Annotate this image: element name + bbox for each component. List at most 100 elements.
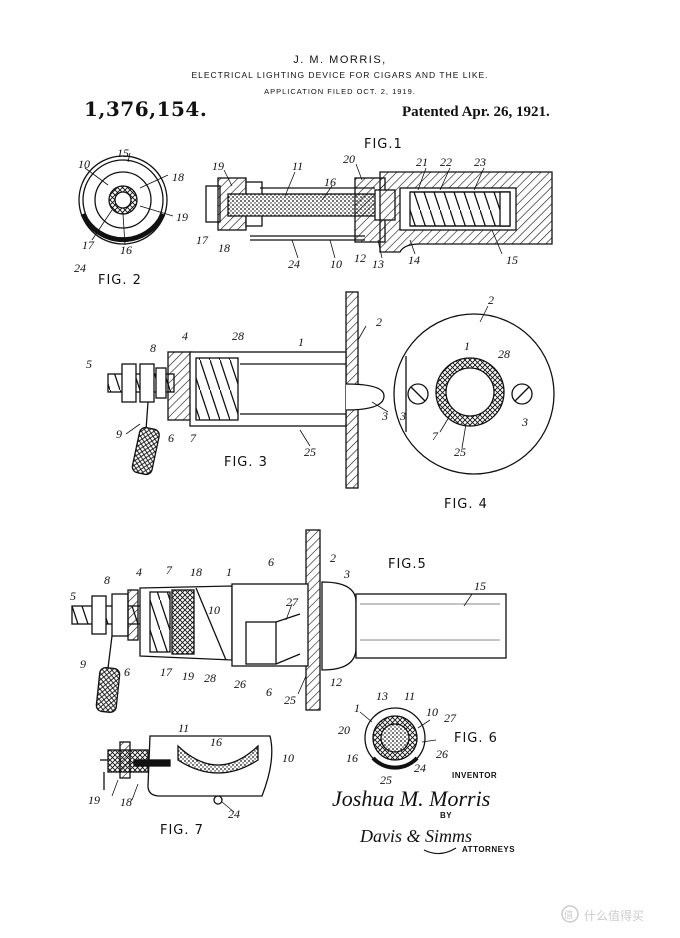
fig2-label-24: 24 xyxy=(74,261,86,275)
fig7-label-11: 11 xyxy=(178,721,189,735)
patented-date: Patented Apr. 26, 1921. xyxy=(402,104,550,120)
fig5-caption: FIG.5 xyxy=(388,557,427,572)
fig3-label-28: 28 xyxy=(232,329,244,343)
fig5-label-5: 5 xyxy=(70,589,76,603)
fig5-label-28: 28 xyxy=(204,671,216,685)
fig3-label-7: 7 xyxy=(190,431,197,445)
inventor-name: J. M. MORRIS, xyxy=(293,54,387,66)
fig5-label-3: 3 xyxy=(343,567,350,581)
figure-1-drawing xyxy=(205,163,553,259)
fig3-label-25: 25 xyxy=(304,445,316,459)
fig6-caption: FIG. 6 xyxy=(454,731,498,746)
fig4-label-25: 25 xyxy=(454,445,466,459)
fig1-label-22: 22 xyxy=(440,155,452,169)
fig6-label-11: 11 xyxy=(404,689,415,703)
patent-number: 1,376,154. xyxy=(84,97,208,121)
fig3-label-9: 9 xyxy=(116,427,122,441)
fig7-label-16: 16 xyxy=(210,735,222,749)
inventor-label: INVENTOR xyxy=(452,771,497,780)
svg-text:什么值得买: 什么值得买 xyxy=(584,908,644,923)
fig1-label-18: 18 xyxy=(218,241,230,255)
fig2-label-18: 18 xyxy=(172,170,184,184)
fig5-label-4: 4 xyxy=(136,565,142,579)
figure-4-drawing xyxy=(393,305,555,475)
fig1-label-10: 10 xyxy=(330,257,342,271)
figure-2-drawing xyxy=(78,152,174,246)
fig4-label-2: 2 xyxy=(488,293,494,307)
fig5-label-1: 1 xyxy=(226,565,232,579)
fig6-label-16: 16 xyxy=(346,751,358,765)
fig6-label-25: 25 xyxy=(380,773,392,787)
fig1-label-16: 16 xyxy=(324,175,336,189)
fig2-caption: FIG. 2 xyxy=(98,273,142,288)
fig6-label-13: 13 xyxy=(376,689,388,703)
fig1-label-12: 12 xyxy=(354,251,366,265)
figure-6-drawing xyxy=(359,707,437,770)
fig6-label-1: 1 xyxy=(354,701,360,715)
fig1-caption: FIG.1 xyxy=(364,137,403,152)
fig1-label-23: 23 xyxy=(474,155,486,169)
fig3-label-6: 6 xyxy=(168,431,174,445)
figure-3-drawing xyxy=(107,291,389,489)
application-filed-date: APPLICATION FILED OCT. 2, 1919. xyxy=(264,87,416,96)
fig5-label-17: 17 xyxy=(160,665,173,679)
fig5-label-6-top: 6 xyxy=(268,555,274,569)
fig5-label-18: 18 xyxy=(190,565,202,579)
attorney-signature: Davis & Simms xyxy=(359,826,472,846)
fig5-label-2: 2 xyxy=(330,551,336,565)
fig1-label-11: 11 xyxy=(292,159,303,173)
fig7-caption: FIG. 7 xyxy=(160,823,204,838)
fig7-label-10: 10 xyxy=(282,751,294,765)
fig5-label-10: 10 xyxy=(208,603,220,617)
fig2-label-19: 19 xyxy=(176,210,188,224)
attorneys-label: ATTORNEYS xyxy=(462,845,515,854)
fig3-label-2: 2 xyxy=(376,315,382,329)
svg-text:值: 值 xyxy=(564,909,573,921)
fig3-label-8: 8 xyxy=(150,341,156,355)
figure-5-drawing xyxy=(71,529,507,713)
fig5-label-12: 12 xyxy=(330,675,342,689)
fig3-label-1: 1 xyxy=(298,335,304,349)
fig3-label-5: 5 xyxy=(86,357,92,371)
fig4-label-1: 1 xyxy=(464,339,470,353)
fig7-label-18: 18 xyxy=(120,795,132,809)
fig6-label-24: 24 xyxy=(414,761,426,775)
fig2-label-15: 15 xyxy=(117,146,129,160)
fig1-label-13: 13 xyxy=(372,257,384,271)
fig5-label-19: 19 xyxy=(182,669,194,683)
fig6-label-20: 20 xyxy=(338,723,350,737)
fig4-label-28: 28 xyxy=(498,347,510,361)
fig2-label-16: 16 xyxy=(120,243,132,257)
fig6-label-10: 10 xyxy=(426,705,438,719)
fig1-label-24: 24 xyxy=(288,257,300,271)
fig4-label-3-left: 3 xyxy=(399,409,406,423)
figure-7-drawing xyxy=(100,735,273,813)
fig3-label-3: 3 xyxy=(381,409,388,423)
fig3-caption: FIG. 3 xyxy=(224,455,268,470)
fig5-label-9: 9 xyxy=(80,657,86,671)
fig2-label-17: 17 xyxy=(82,238,95,252)
fig1-label-19: 19 xyxy=(212,159,224,173)
fig6-label-27: 27 xyxy=(444,711,457,725)
fig5-label-6-left: 6 xyxy=(124,665,130,679)
fig5-label-27: 27 xyxy=(286,595,299,609)
fig4-label-7: 7 xyxy=(432,429,439,443)
fig6-label-26: 26 xyxy=(436,747,448,761)
fig5-label-25: 25 xyxy=(284,693,296,707)
fig7-label-24: 24 xyxy=(228,807,240,821)
by-label: BY xyxy=(440,811,452,820)
fig5-label-26: 26 xyxy=(234,677,246,691)
fig1-label-17: 17 xyxy=(196,233,209,247)
fig4-label-3-right: 3 xyxy=(521,415,528,429)
fig1-label-20: 20 xyxy=(343,152,355,166)
fig5-label-7: 7 xyxy=(166,563,173,577)
fig3-label-4: 4 xyxy=(182,329,188,343)
fig1-label-21: 21 xyxy=(416,155,428,169)
fig1-label-15: 15 xyxy=(506,253,518,267)
fig1-label-14: 14 xyxy=(408,253,420,267)
inventor-signature: Joshua M. Morris xyxy=(332,786,490,811)
fig5-label-6-bottom: 6 xyxy=(266,685,272,699)
fig4-caption: FIG. 4 xyxy=(444,497,488,512)
